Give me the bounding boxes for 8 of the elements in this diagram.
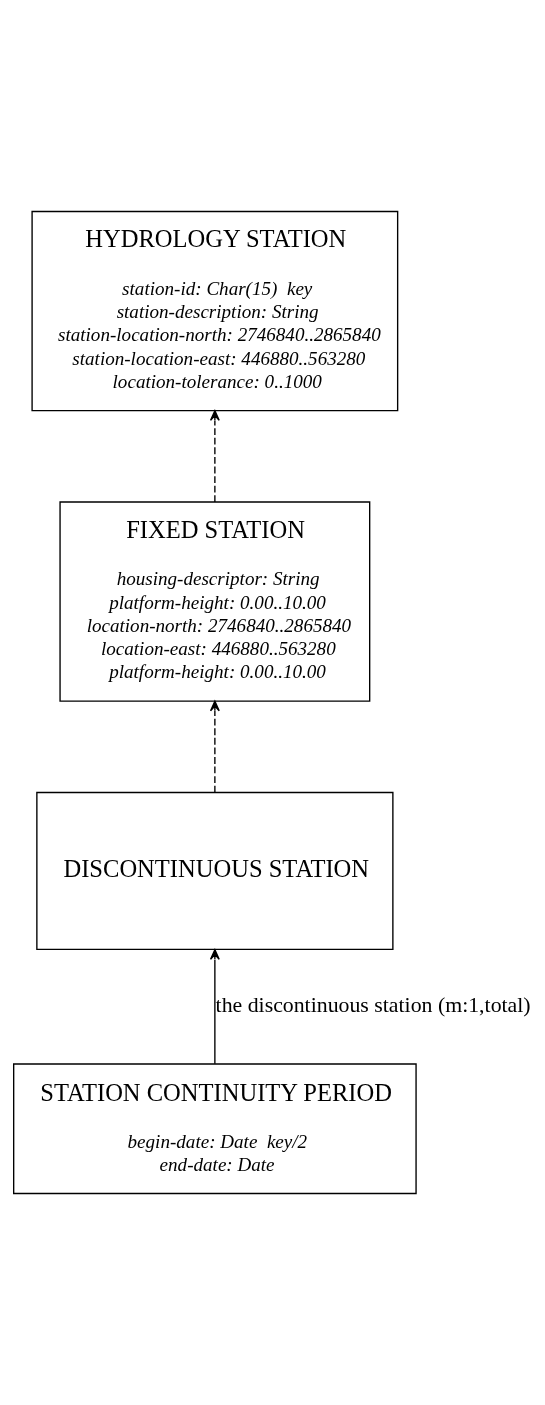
edge-label: the discontinuous station (m:1,total) (215, 992, 531, 1017)
node-box: STATION CONTINUITY PERIOD begin-date: Date key/2 end-date: Date (13, 1063, 417, 1195)
node-box: FIXED STATION housing-descriptor: String platform-height: 0.00..10.00 location-north: 2746840..2865840 location-east: 446880..563280 platform-height: 0.00..10.00 (59, 501, 371, 702)
arrow (209, 700, 220, 794)
node-box: HYDROLOGY STATION station-id: Char(15) key station-description: String station-location-north: 2746840..2865840 station-location-east: 446880..563280 location-tolerance: 0..1000 (31, 210, 399, 412)
arrow (209, 410, 220, 503)
node-box: DISCONTINUOUS STATION (36, 791, 394, 951)
arrow (209, 949, 220, 1065)
